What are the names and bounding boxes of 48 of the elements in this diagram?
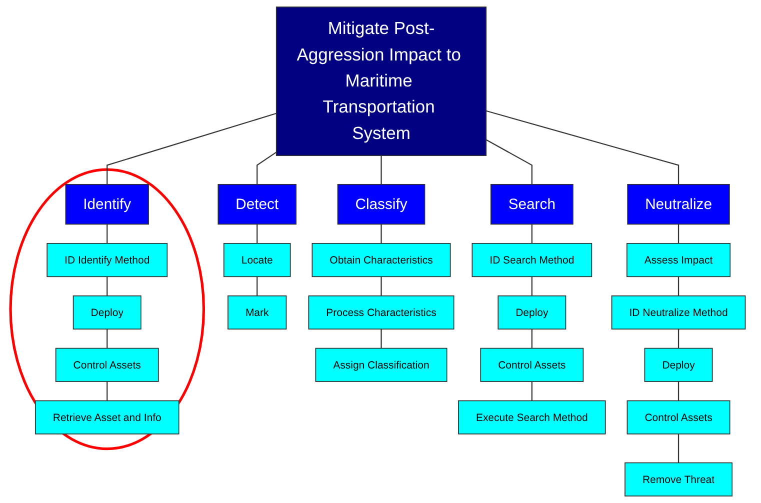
connector	[380, 156, 382, 184]
node-box: Locate	[223, 242, 291, 278]
connector	[678, 329, 680, 348]
connector	[106, 112, 277, 184]
node-box: Deploy	[644, 348, 713, 382]
connector	[531, 382, 532, 401]
connector	[486, 139, 532, 184]
node-box: Obtain Characteristics	[312, 242, 451, 278]
connector	[531, 276, 532, 296]
node-box: Control Assets	[626, 400, 730, 434]
node-box: Assess Impact	[626, 242, 731, 278]
connector	[106, 276, 108, 296]
node-box: ID Search Method	[472, 242, 592, 278]
connector	[678, 224, 680, 244]
cluster	[9, 168, 206, 450]
node-box: Detect	[218, 184, 296, 225]
connector	[256, 152, 277, 184]
connector	[678, 382, 680, 401]
node-box: Control Assets	[55, 348, 159, 382]
node-box: Deploy	[72, 295, 142, 330]
node-box: Identify	[65, 184, 149, 225]
node-box: Neutralize	[627, 184, 730, 225]
connector	[678, 434, 680, 463]
node-box: Mark	[228, 295, 287, 330]
connector	[531, 329, 532, 348]
connector	[678, 276, 680, 296]
node-box: Process Characteristics	[308, 295, 454, 330]
node-box: ID Neutralize Method	[611, 295, 746, 330]
connector	[380, 224, 382, 244]
connector	[256, 224, 258, 244]
connector	[486, 110, 680, 184]
node-box: Deploy	[498, 295, 566, 330]
connector	[256, 276, 258, 296]
node-box: Assign Classification	[315, 348, 448, 382]
node-box: Execute Search Method	[458, 400, 606, 434]
node-box: Control Assets	[480, 348, 584, 382]
connector	[106, 224, 108, 244]
connector	[106, 329, 108, 348]
node-box: Retrieve Asset and Info	[34, 400, 180, 434]
node-box: Mitigate Post-Aggression Impact to Maritime Transportation System	[276, 6, 487, 156]
connector	[106, 382, 108, 401]
node-box: ID Identify Method	[46, 242, 168, 278]
node-box: Search	[490, 184, 574, 225]
node-box: Remove Threat	[624, 462, 732, 496]
connector	[380, 276, 382, 296]
connector	[531, 224, 532, 244]
node-box: Classify	[337, 184, 426, 225]
connector	[380, 329, 382, 348]
